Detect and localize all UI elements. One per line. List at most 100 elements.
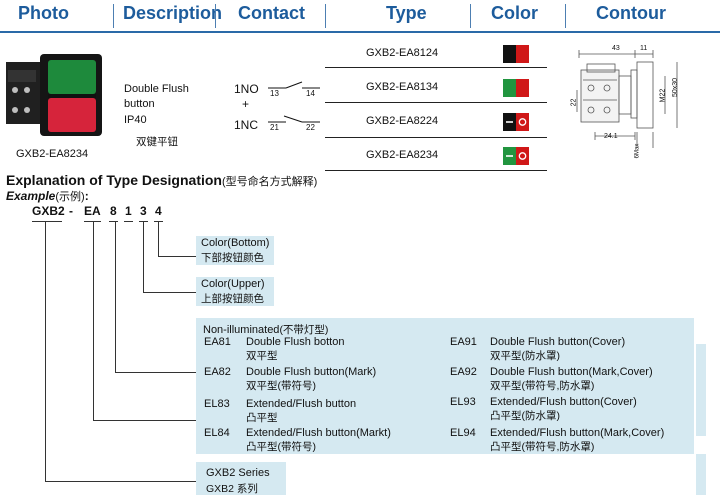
series-label: GXB2 Series — [206, 467, 270, 479]
header-divider — [565, 4, 566, 28]
swatch-right — [516, 45, 529, 63]
type-item-code: EA91 — [450, 336, 477, 348]
type-item-cn: 凸平型(带符号,防水罩) — [490, 441, 595, 453]
no-terminal-1: 13 — [270, 89, 279, 98]
box-tab — [696, 454, 706, 495]
leader-line — [115, 372, 196, 373]
header-photo: Photo — [18, 3, 69, 23]
contact-plus: + — [242, 97, 250, 111]
dim-50x30: 50x30 — [672, 77, 680, 98]
table-header: Photo Description Contact Type Color Con… — [0, 0, 720, 33]
type-item-code: EA92 — [450, 366, 477, 378]
row-divider — [325, 67, 547, 68]
code-digit-4: 4 — [155, 204, 162, 218]
non-illuminated-cn: (不带灯型) — [279, 324, 329, 336]
type-item-desc: Double Flush button(Cover) — [490, 336, 626, 348]
code-underline — [84, 221, 101, 222]
swatch-left — [503, 79, 516, 97]
header-divider — [470, 4, 471, 28]
example-heading: Example(示例): — [6, 187, 89, 205]
type-code: GXB2-EA8124 — [366, 47, 439, 59]
header-type: Type — [386, 3, 427, 23]
type-item-cn: 双平型(带符号) — [246, 380, 316, 392]
leader-line — [45, 222, 46, 481]
dim-m22: M22 — [659, 88, 667, 103]
header-divider — [325, 4, 326, 28]
nc-terminal-2: 22 — [306, 123, 315, 132]
color-swatch — [503, 79, 529, 97]
swatch-right — [516, 79, 529, 97]
code-digit-1: 8 — [110, 204, 117, 218]
example-label: Example — [6, 189, 56, 203]
type-item-desc: Extended/Flush button(Cover) — [490, 396, 637, 408]
row-divider — [325, 102, 547, 103]
type-item-cn: 双平型 — [246, 350, 278, 362]
header-color: Color — [491, 3, 538, 23]
type-item-cn: 凸平型(带符号) — [246, 441, 316, 453]
dim-43: 43 — [612, 45, 620, 52]
desc-line3: IP40 — [124, 114, 147, 126]
desc-line1: Double Flush — [124, 83, 189, 95]
example-label-cn: (示例) — [55, 191, 85, 203]
leader-line — [143, 292, 196, 293]
contact-nc: 1NC — [234, 118, 259, 132]
type-item-desc: Double Flush button(Mark) — [246, 366, 377, 378]
dim-24-1: 24.1 — [604, 133, 618, 140]
type-list-box — [196, 318, 694, 454]
photo-caption: GXB2-EA8234 — [16, 148, 89, 160]
row-divider — [325, 170, 547, 171]
type-item-cn: 凸平型 — [246, 412, 278, 424]
type-item-code: EA81 — [204, 336, 231, 348]
nc-terminal-1: 21 — [270, 123, 279, 132]
contour-drawing — [576, 50, 678, 148]
example-colon: : — [84, 189, 89, 203]
color-bottom-box — [196, 236, 274, 265]
code-dash: - — [69, 204, 73, 218]
color-swatch — [503, 45, 529, 63]
swatch-right — [516, 113, 529, 131]
designation-title: Explanation of Type Designation — [6, 172, 222, 188]
code-underline — [109, 221, 118, 222]
header-divider — [215, 4, 216, 28]
color-upper-box — [196, 277, 274, 306]
marks-icon — [506, 118, 527, 126]
type-item-desc: Double Flush botton — [246, 336, 345, 348]
type-item-desc: Extended/Flush button — [246, 398, 357, 410]
type-item-code: EL84 — [204, 427, 230, 439]
product-photo — [6, 54, 102, 136]
leader-line — [143, 222, 144, 292]
designation-heading: Explanation of Type Designation(型号命名方式解释… — [6, 172, 317, 190]
box-tab — [696, 344, 706, 436]
contact-no: 1NO — [234, 82, 259, 96]
type-item-code: EL94 — [450, 427, 476, 439]
code-series: GXB2 — [32, 204, 65, 218]
code-type: EA — [84, 204, 101, 218]
series-box — [196, 462, 286, 495]
swatch-right — [516, 147, 529, 165]
code-underline — [154, 221, 163, 222]
header-divider — [113, 4, 114, 28]
type-code: GXB2-EA8134 — [366, 81, 439, 93]
type-item-desc: Extended/Flush button(Mark,Cover) — [490, 427, 665, 439]
type-code: GXB2-EA8224 — [366, 115, 439, 127]
contact-symbols — [268, 81, 320, 123]
type-item-desc: Double Flush button(Mark,Cover) — [490, 366, 653, 378]
code-underline — [124, 221, 133, 222]
leader-line — [93, 420, 196, 421]
non-illuminated-heading: Non-illuminated(不带灯型) — [203, 320, 328, 338]
marks-icon — [506, 152, 527, 160]
series-cn: GXB2 系列 — [206, 483, 258, 495]
type-item-code: EA82 — [204, 366, 231, 378]
color-swatch — [503, 147, 529, 165]
designation-title-cn: (型号命名方式解释) — [221, 176, 318, 188]
header-contact: Contact — [238, 3, 305, 23]
header-rule — [0, 31, 720, 33]
type-code: GXB2-EA8234 — [366, 149, 439, 161]
code-underline — [32, 221, 62, 222]
dim-6max: 6Max — [634, 143, 641, 159]
leader-line — [115, 222, 116, 372]
type-item-cn: 双平型(带符号,防水罩) — [490, 380, 595, 392]
color-upper-label: Color(Upper) — [201, 278, 265, 290]
non-illuminated-label: Non-illuminated — [203, 324, 280, 336]
color-bottom-label: Color(Bottom) — [201, 237, 270, 249]
